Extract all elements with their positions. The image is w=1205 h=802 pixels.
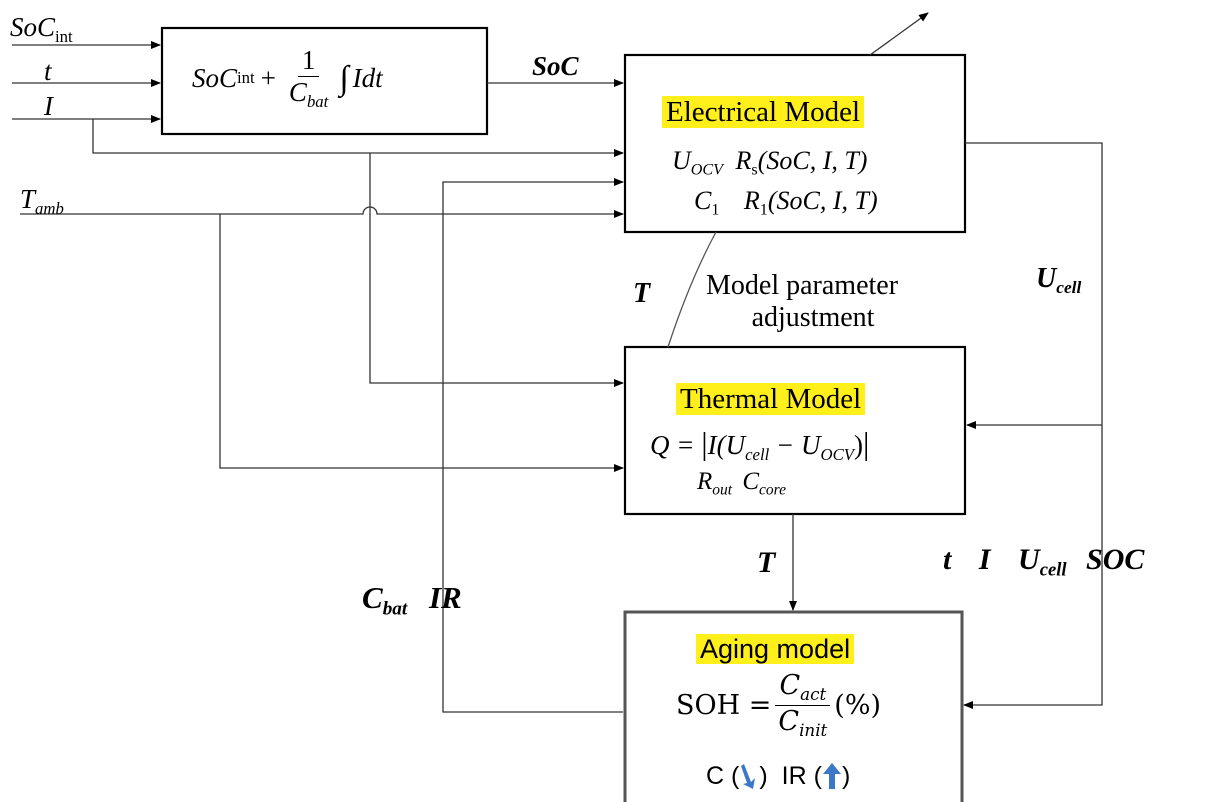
ucell-label: Ucell — [1036, 263, 1082, 298]
feedback-label: Cbat IR — [362, 580, 462, 620]
soc-int-label: SoCint — [10, 12, 73, 46]
tamb-to-thermal-line — [219, 214, 624, 472]
ucell-line — [965, 142, 1103, 429]
aging-trends: C ( ) IR ( ) — [706, 761, 851, 790]
i-to-electrical-line — [92, 119, 624, 157]
thermal-model-block — [623, 345, 967, 516]
t-feedback-label: T — [633, 278, 651, 309]
integrator-block — [160, 26, 489, 136]
thermal-params: Rout Ccore — [697, 468, 786, 499]
electrical-model-title: Electrical Model — [662, 96, 865, 128]
soc-signal-label: SoC — [532, 51, 579, 81]
aging-model-title: Aging model — [696, 634, 855, 664]
electrical-params-line2: C1 R1(SoC, I, T) — [694, 186, 878, 219]
electrical-model-block — [623, 53, 967, 234]
electrical-output-arrow — [869, 12, 929, 56]
electrical-params-line1: UOCV Rs(SoC, I, T) — [672, 146, 868, 179]
arrow-down-icon — [741, 764, 756, 789]
thermal-equation: Q = |I(Ucell − UOCV)| — [650, 425, 870, 464]
t-to-aging-label: T — [757, 546, 776, 579]
ucell-to-aging-line — [963, 425, 1103, 709]
parameter-adjustment-label: Model parameter adjustment — [706, 270, 899, 334]
i-to-thermal-line — [369, 153, 624, 387]
thermal-model-title: Thermal Model — [676, 383, 866, 415]
aging-inputs-label: t I Ucell SOC — [943, 543, 1145, 581]
tamb-label: Tamb — [20, 184, 64, 218]
arrow-up-icon — [822, 763, 841, 789]
tamb-to-electrical-line — [20, 206, 624, 218]
t-label: t — [44, 56, 52, 86]
i-label: I — [44, 91, 53, 121]
aging-feedback-line — [442, 178, 624, 713]
parameter-adjust-curve — [667, 231, 717, 348]
